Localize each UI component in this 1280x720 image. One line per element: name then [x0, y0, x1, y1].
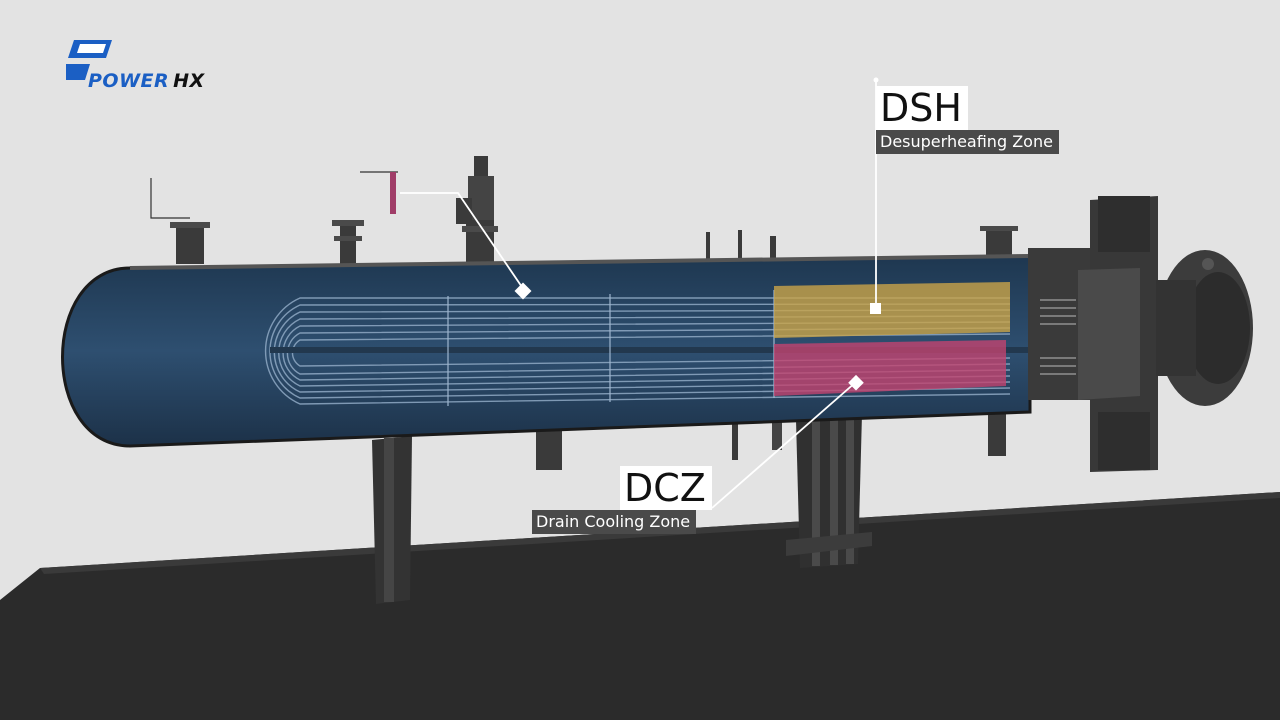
dcz-zone-highlight: [774, 340, 1006, 396]
dcz-callout: DCZ Drain Cooling Zone: [532, 466, 712, 534]
thermowell-3: [770, 236, 776, 268]
dsh-marker: [870, 303, 881, 314]
marker-tag: [390, 172, 396, 214]
logo-brand: POWER: [88, 70, 170, 92]
dcz-marker: [848, 374, 864, 391]
dcz-abbreviation: DCZ: [620, 466, 712, 510]
dcz-description: Drain Cooling Zone: [532, 510, 697, 534]
thermowell-1: [706, 232, 710, 268]
thermowell-2: [738, 230, 742, 268]
leader-line-dcz: [711, 381, 857, 509]
vessel-shell-rim: [129, 254, 1031, 270]
top-flange-nozzle: [332, 220, 364, 266]
safety-valve: [456, 156, 498, 266]
tubesheet-lines: [1040, 299, 1076, 375]
bottom-nozzle-small: [732, 420, 738, 460]
dsh-zone-highlight: [774, 282, 1010, 338]
left-saddle-support: [372, 436, 412, 604]
shell-side-marker: [514, 282, 532, 300]
dsh-abbreviation: DSH: [876, 86, 968, 130]
channel-head: [1028, 196, 1253, 472]
right-saddle-support: [786, 414, 872, 568]
bottom-nozzle-right: [988, 412, 1006, 456]
corner-bracket: [150, 178, 190, 219]
dsh-callout: DSH Desuperheafing Zone: [876, 86, 1059, 154]
bottom-nozzle-pipe: [772, 420, 782, 450]
logo-suffix: HX: [173, 70, 205, 92]
floor-platform: [0, 492, 1280, 720]
leader-endpoint-dsh: [873, 77, 879, 83]
bottom-drain-nozzle: [536, 428, 562, 470]
powerhx-logo-icon: [66, 40, 112, 80]
top-nozzle-large: [170, 222, 210, 264]
pass-partition-plate: [270, 347, 1030, 353]
leader-line-shell: [400, 192, 525, 291]
dsh-description: Desuperheafing Zone: [876, 130, 1059, 154]
